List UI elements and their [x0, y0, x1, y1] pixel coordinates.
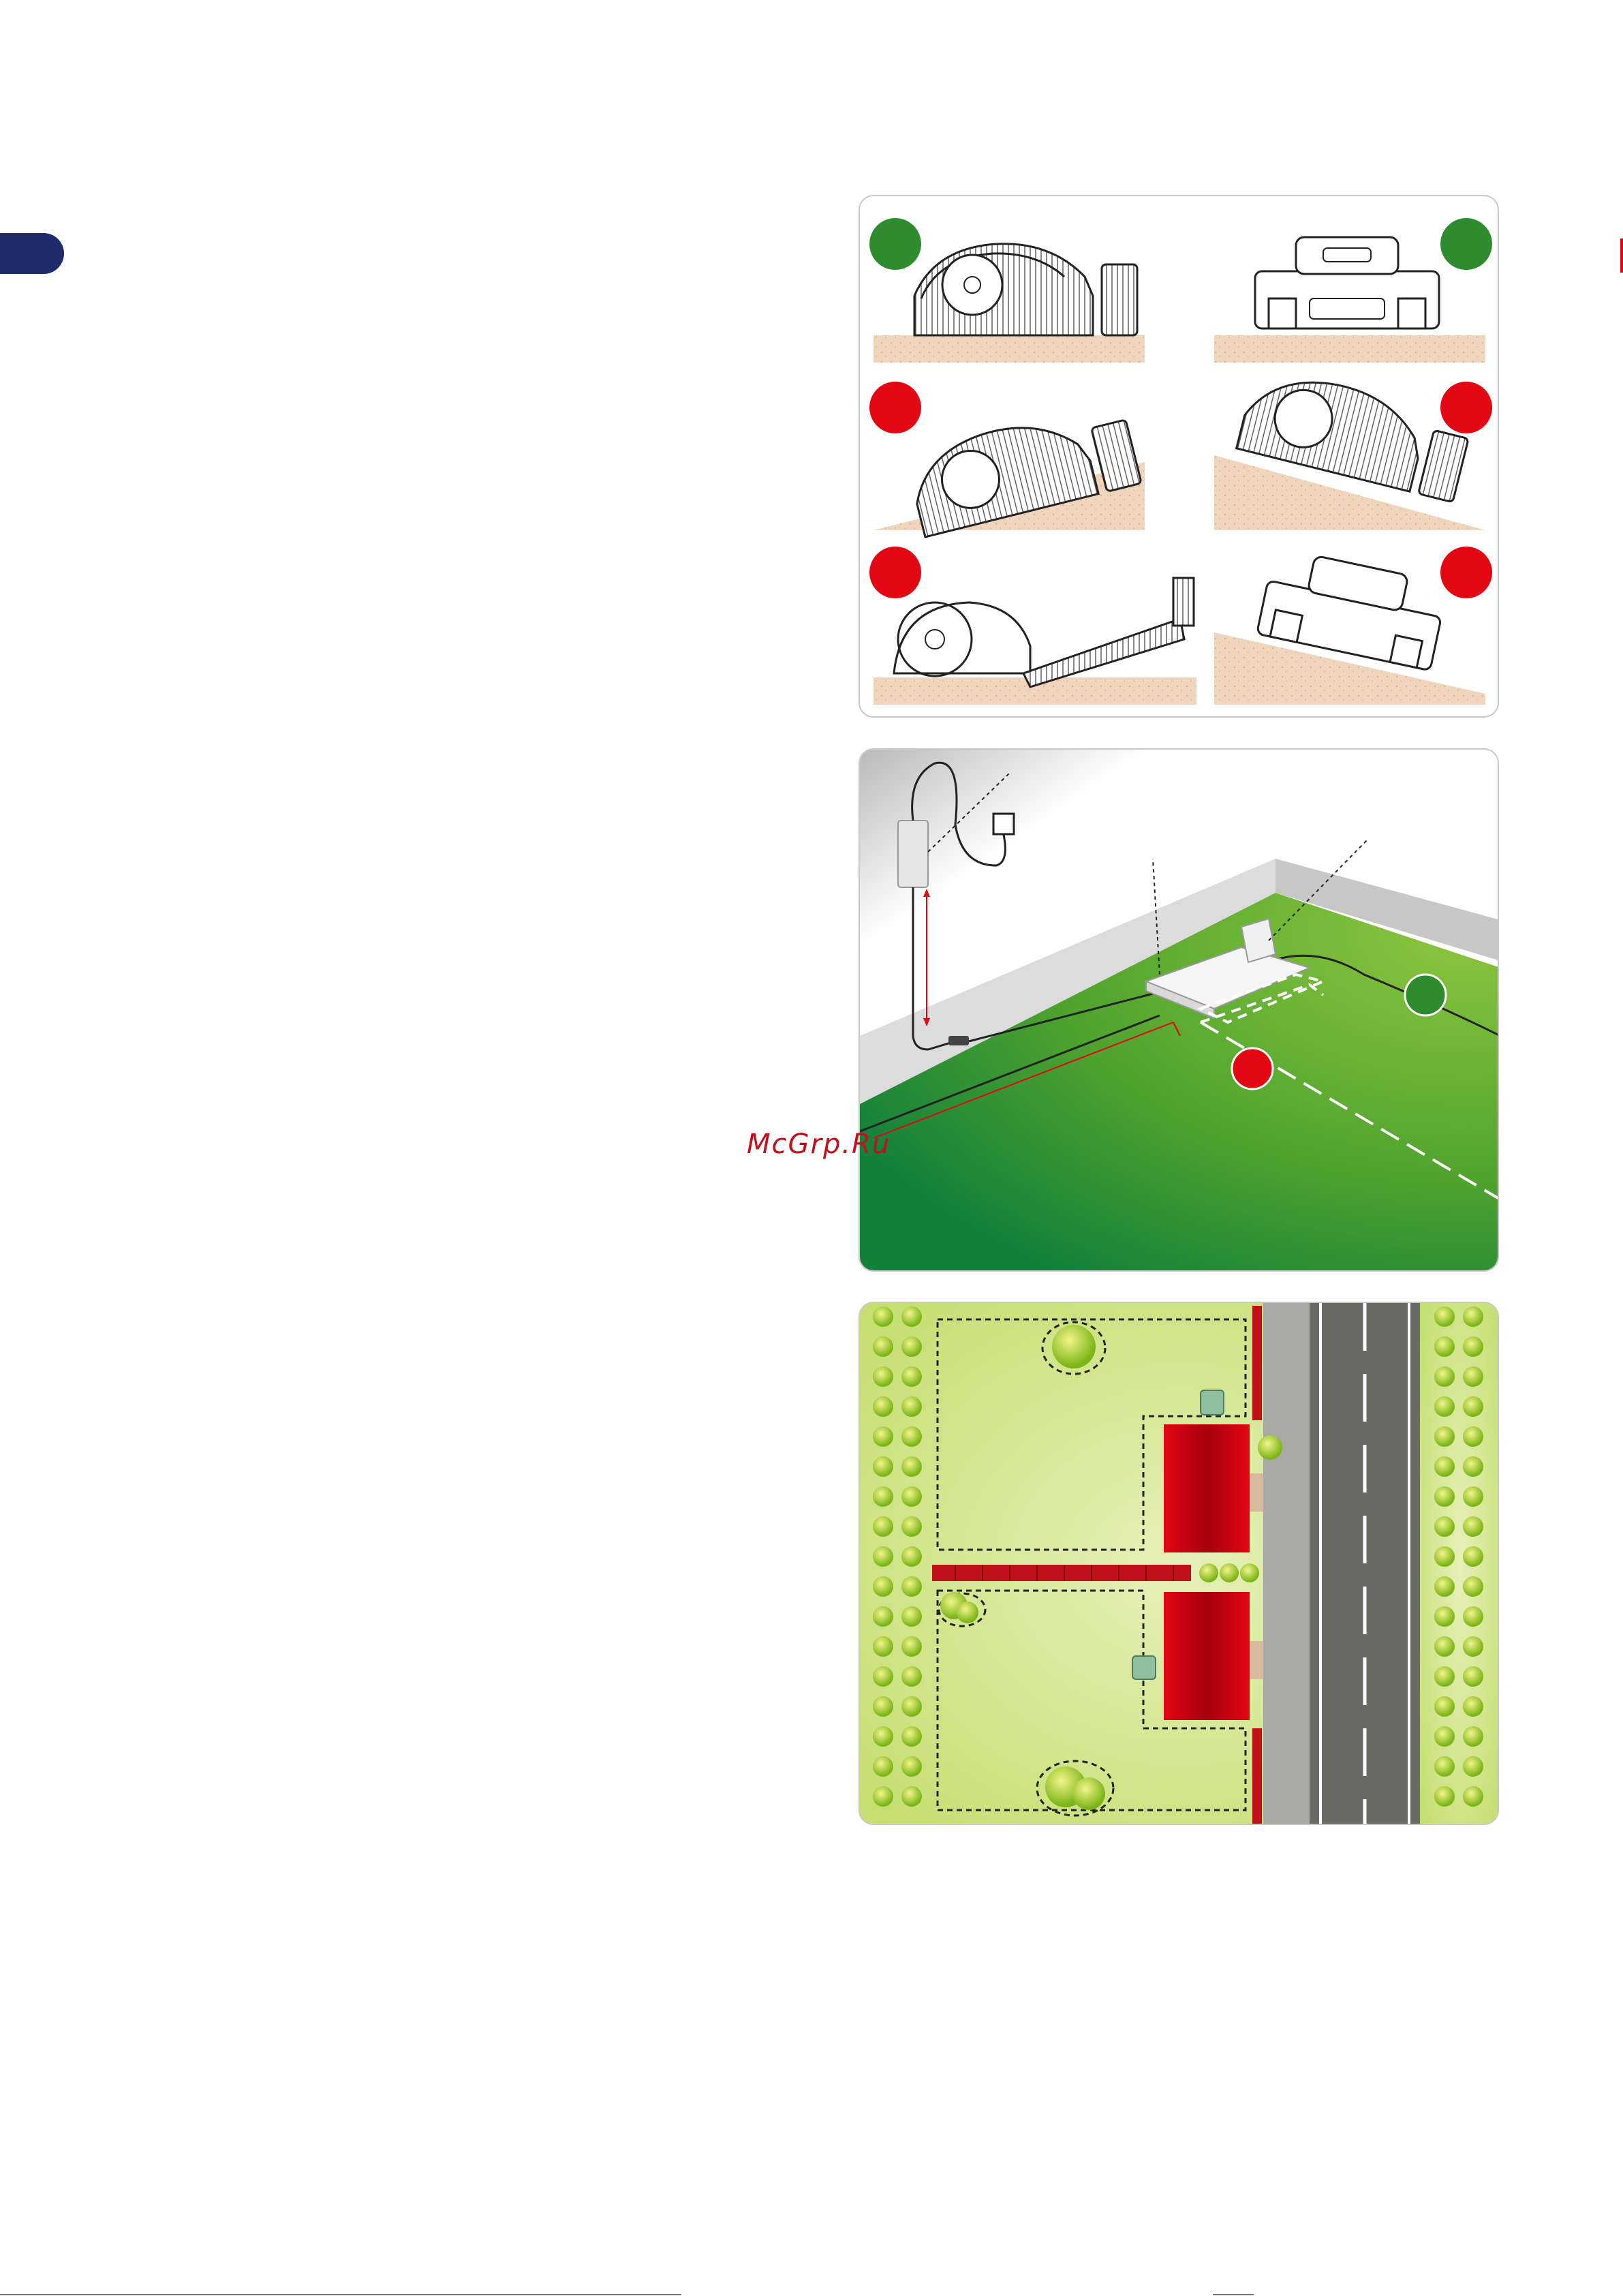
page-edge-marker — [1620, 239, 1623, 273]
ok-indicator-icon — [869, 218, 921, 270]
slope-illustration — [860, 196, 1499, 718]
mower-side-downhill — [1214, 365, 1485, 530]
hedge — [1252, 1728, 1262, 1824]
power-supply-icon — [898, 821, 928, 887]
ok-indicator-icon — [1405, 975, 1446, 1015]
bad-indicator-icon — [869, 547, 921, 598]
bad-indicator-icon — [1440, 382, 1492, 433]
charging-station-icon — [1132, 1656, 1156, 1679]
bad-indicator-icon — [869, 382, 921, 433]
wall-socket-icon — [993, 814, 1014, 834]
station-installation-illustration — [860, 750, 1499, 1272]
house-icon — [1164, 1592, 1250, 1720]
garden-plan-panel — [859, 1302, 1499, 1825]
section-tab — [0, 233, 64, 274]
hedge — [1252, 1306, 1262, 1420]
watermark: McGrp.Ru — [747, 1129, 891, 1160]
bad-indicator-icon — [1232, 1048, 1273, 1089]
bad-indicator-icon — [1440, 547, 1492, 598]
charging-station-icon — [1201, 1390, 1224, 1415]
slope-illustration-panel — [859, 195, 1499, 718]
garden-plan-illustration — [860, 1303, 1499, 1825]
sidewalk — [1263, 1303, 1310, 1825]
mower-side-tipped — [874, 578, 1196, 705]
footer-rule — [0, 2294, 681, 2295]
footer-rule — [1213, 2294, 1254, 2295]
house-icon — [1164, 1424, 1250, 1552]
hedge — [932, 1565, 1191, 1581]
station-installation-panel — [859, 748, 1499, 1272]
ok-indicator-icon — [1440, 218, 1492, 270]
